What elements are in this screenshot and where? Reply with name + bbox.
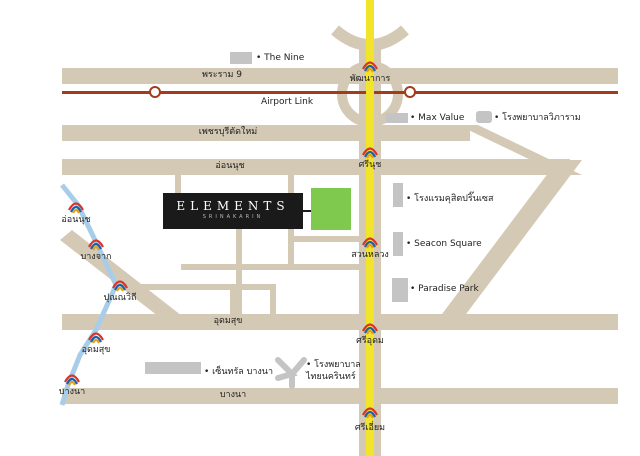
landmark-central [145,362,201,374]
road-phetchaburi-diagonal [458,125,582,175]
label-station-si-udom: ศรีอุดม [356,336,384,346]
mrt-station-icon [362,147,378,159]
label-road-udom-suk: อุดมสุข [213,316,243,326]
label-max-value: • Max Value [410,113,465,123]
project-site [311,188,351,230]
road-on-nut [62,159,570,175]
label-station-on-nut-bts: อ่อนนุช [61,215,91,225]
road-bang-na [62,388,618,404]
bts-station-icon [112,280,128,292]
label-hospital-l2: ไทยนครินทร์ [306,372,356,382]
airport-link-station-icon [149,86,161,98]
road-east-diagonal [430,160,582,330]
mrt-station-icon [362,61,378,73]
project-brand-label: ELEMENTS SRINAKARIN [163,193,303,229]
label-seacon: • Seacon Square [406,239,482,249]
soi-5 [230,284,236,314]
bts-station-icon [64,374,80,386]
road-udom-suk [62,314,618,330]
soi-8 [290,236,359,242]
stations [64,61,378,419]
label-paradise: • Paradise Park [410,284,479,294]
road-phetchaburi [62,125,470,141]
yellow-line [366,0,374,456]
mrt-station-icon [362,237,378,249]
label-road-phetchaburi: เพชรบุรีตัดใหม่ [198,127,258,137]
landmark-max-value [386,113,408,123]
label-road-rama9: พระราม 9 [201,70,243,80]
landmark-thainakarin [275,357,307,389]
mrt-station-icon [362,323,378,335]
landmark-the-nine [230,52,252,64]
label-airport-link: Airport Link [260,97,314,107]
label-road-bang-na: บางนา [219,390,247,400]
label-the-nine: • The Nine [256,53,305,63]
mrt-station-icon [362,407,378,419]
label-station-bang-na-bts: บางนา [58,387,86,397]
road-rama9 [62,68,618,84]
soi-6 [130,284,275,290]
airport-link-line [62,91,618,94]
label-station-punnawithi: ปุณณวิถี [103,293,137,303]
label-station-si-iam: ศรีเอี่ยม [354,423,386,433]
bts-station-icon [68,202,84,214]
label-station-phatthanakan: พัฒนาการ [349,74,391,84]
soi-4 [181,264,359,270]
brand-name: ELEMENTS [176,199,290,213]
landmark-seacon [393,232,403,256]
road-west-diagonal [60,230,200,330]
label-central: • เซ็นทรัล บางนา [204,367,274,377]
landmark-hospital-vibharam [476,111,492,123]
label-station-si-nut: ศรีนุช [358,160,382,170]
label-station-bang-chak: บางจาก [80,252,112,262]
label-hospital-vibharam: • โรงพยาบาลวิภาราม [494,113,581,123]
arl-stations [149,86,416,98]
label-road-on-nut: อ่อนนุช [215,161,245,171]
soi-7 [270,284,276,314]
label-hospital-l1: • โรงพยาบาล [306,360,361,370]
label-station-udom-suk-bts: อุดมสุข [81,345,111,355]
brand-subtitle: SRINAKARIN [202,214,264,220]
landmarks [145,52,492,389]
label-hotel: • โรงแรมคุสิตปริ๊นเซส [406,194,494,204]
bts-station-icon [88,239,104,251]
roads [60,40,618,456]
bts-station-icon [88,332,104,344]
label-station-suan-luang: สวนหลวง [351,250,389,260]
landmark-hotel [393,183,403,207]
airport-link-station-icon [404,86,416,98]
landmark-paradise [392,278,408,302]
